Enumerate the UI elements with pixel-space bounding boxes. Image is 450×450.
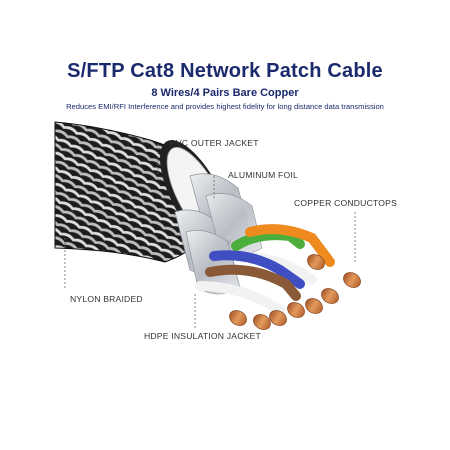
copper-strand-3 bbox=[305, 298, 323, 314]
wire-blue bbox=[209, 250, 305, 289]
label-aluminum-foil: ALUMINUM FOIL bbox=[228, 170, 298, 180]
copper-strand-1 bbox=[343, 272, 361, 288]
copper-strand-2 bbox=[321, 288, 339, 304]
wire-green bbox=[231, 230, 305, 251]
insulated-wires bbox=[195, 224, 335, 315]
label-copper-conductors: COPPER CONDUCTOPS bbox=[294, 198, 398, 208]
wire-white-2 bbox=[195, 281, 285, 315]
copper-strand-5 bbox=[269, 310, 287, 326]
page-description: Reduces EMI/RFI Interference and provide… bbox=[66, 102, 384, 111]
copper-strand-4 bbox=[287, 302, 305, 318]
copper-conductors bbox=[229, 254, 361, 330]
label-pvc-outer-jacket: PVC OUTER JACKET bbox=[170, 138, 259, 148]
leader-lines bbox=[64, 144, 356, 328]
copper-strand-6 bbox=[253, 314, 271, 330]
wire-orange bbox=[245, 224, 335, 267]
label-hdpe-insulation-jacket: HDPE INSULATION JACKET bbox=[144, 331, 261, 341]
page-title: S/FTP Cat8 Network Patch Cable bbox=[67, 60, 383, 82]
copper-strand-8 bbox=[307, 254, 325, 270]
label-nylon-braided: NYLON BRAIDED bbox=[70, 294, 143, 304]
page-subtitle: 8 Wires/4 Pairs Bare Copper bbox=[151, 87, 299, 99]
wire-brown bbox=[205, 264, 301, 301]
copper-strand-7 bbox=[229, 310, 247, 326]
